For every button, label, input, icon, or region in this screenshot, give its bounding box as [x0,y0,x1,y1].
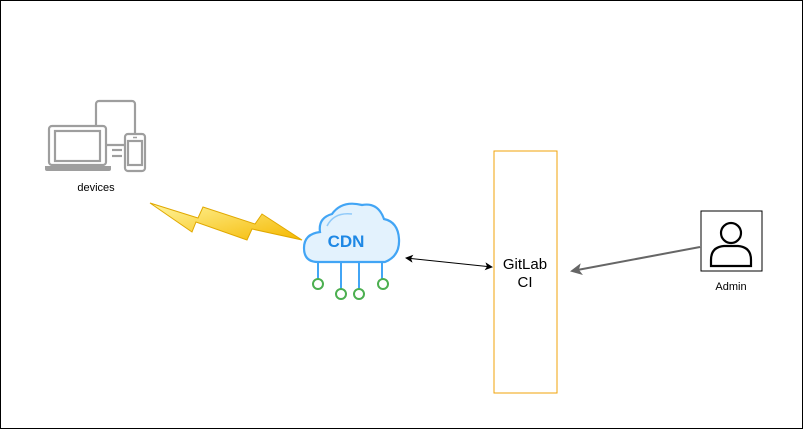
gitlab-ci-box[interactable] [493,150,558,394]
user-icon [700,210,763,272]
cloud-network-icon [302,202,401,300]
cdn-label: CDN [327,232,365,251]
cdn-node [335,288,347,300]
gitlab-label-line1: GitLab [502,256,548,273]
cdn-gitlab-connector [405,254,493,271]
cdn-node [377,278,389,290]
devices-label: devices [77,182,115,194]
lightning-bolt [149,202,303,241]
cdn-node [353,288,365,300]
gitlab-ci-label: GitLab CI [494,256,556,292]
gitlab-label-line2: CI [517,274,533,291]
cdn-node [312,278,324,290]
devices-icon [45,99,147,173]
admin-label: Admin [715,281,747,293]
admin-gitlab-connector [570,246,701,276]
